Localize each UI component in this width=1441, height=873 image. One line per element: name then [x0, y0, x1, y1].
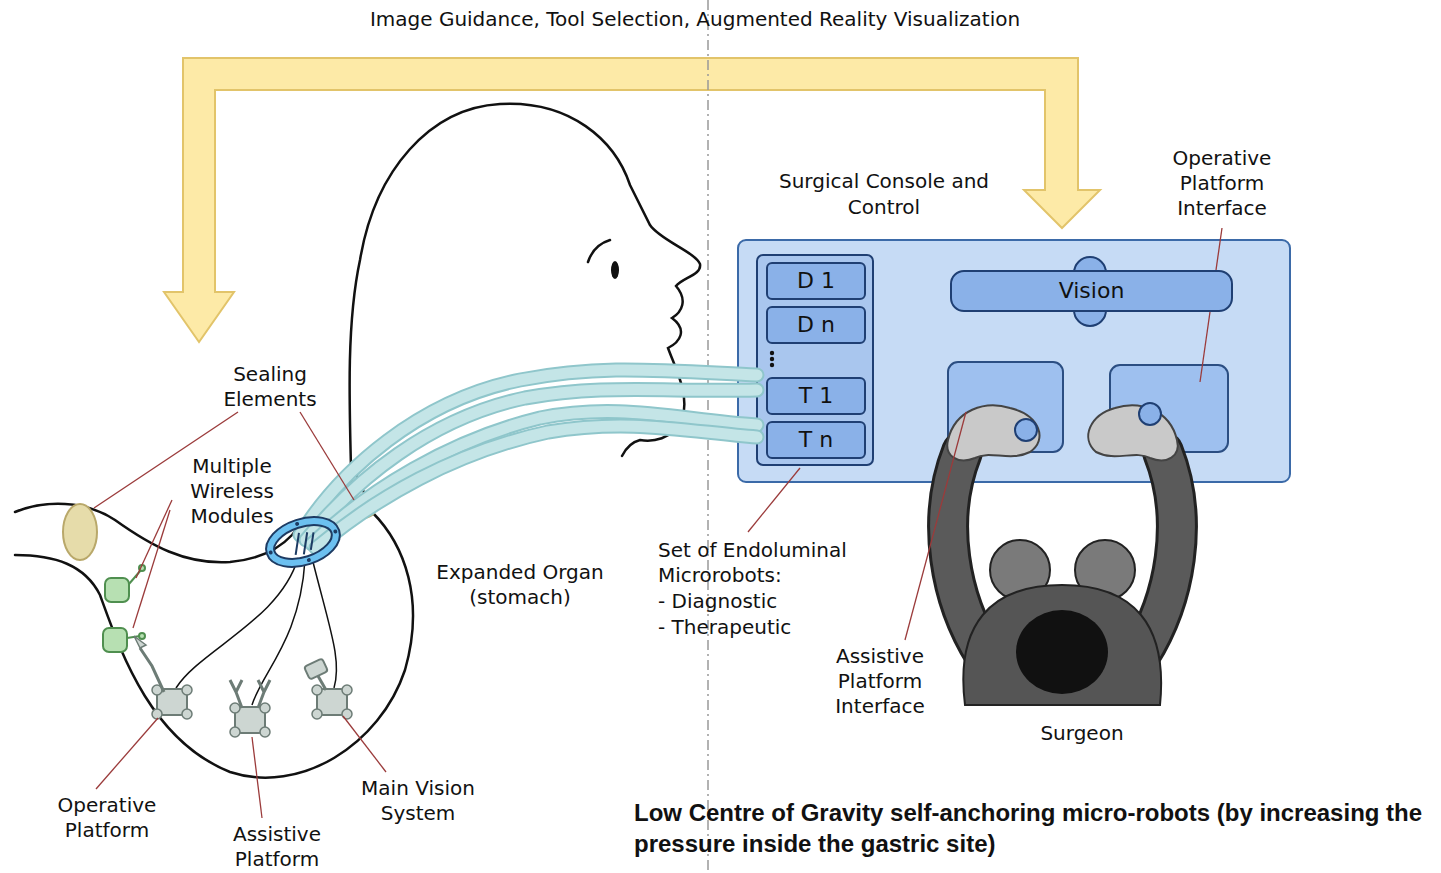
- leader-line: [136, 500, 172, 578]
- caption-holder: Low Centre of Gravity self-anchoring mic…: [634, 797, 1434, 859]
- part-label: Sealing Elements: [205, 362, 335, 412]
- part-label: Multiple Wireless Modules: [167, 454, 297, 529]
- tether-wire: [176, 558, 337, 705]
- box-label: D n: [797, 312, 835, 338]
- patient-head: [611, 261, 619, 279]
- stomach-outline: [15, 478, 338, 562]
- part-label: Assistive Platform: [207, 822, 347, 872]
- surgeon-figure: [947, 405, 1039, 460]
- console-heading: Surgical Console and Control: [774, 168, 994, 220]
- box-label: D 1: [797, 268, 835, 294]
- person-label: Surgeon: [1002, 721, 1162, 746]
- separator-dots: [770, 351, 774, 355]
- surgeon-figure: [1015, 419, 1037, 441]
- vision-robot: [304, 658, 352, 719]
- surgeon-figure: [1139, 403, 1161, 425]
- box-label: T 1: [799, 383, 833, 409]
- label-holder: Image Guidance, Tool Selection, Augmente…: [245, 7, 1145, 32]
- caption: Low Centre of Gravity self-anchoring mic…: [634, 797, 1434, 859]
- vision-robot: [312, 685, 352, 719]
- access-ring: [268, 550, 273, 555]
- box-label: Vision: [1059, 278, 1125, 304]
- part-label: Assistive Platform Interface: [805, 644, 955, 719]
- label-holder: Surgeon: [1002, 721, 1162, 746]
- access-ring: [265, 513, 341, 570]
- arrow-label: Image Guidance, Tool Selection, Augmente…: [245, 7, 1145, 32]
- box-label: T n: [799, 427, 833, 453]
- surgical-console-panel: [738, 240, 1290, 482]
- label-holder: Multiple Wireless Modules: [167, 454, 297, 529]
- leader-line: [905, 412, 966, 640]
- surgeon-figure: [947, 403, 1177, 705]
- part-label: Operative Platform Interface: [1147, 146, 1297, 221]
- wireless-module: [105, 578, 129, 602]
- surgical-console: Surgical Console and ControlD 1D nT 1T n…: [738, 240, 1290, 482]
- label-holder: Assistive Platform Interface: [805, 644, 955, 719]
- sealing-element: [63, 504, 97, 560]
- part-label: Operative Platform: [37, 793, 177, 843]
- heading-holder: Surgical Console and Control: [774, 168, 994, 220]
- vision-display: Vision: [950, 270, 1233, 312]
- wireless-module: [139, 633, 145, 639]
- separator-dots: [770, 363, 774, 367]
- operative-robot: [152, 685, 192, 719]
- endoluminal-tube: [316, 426, 757, 548]
- therapeutic-robot-slot: T 1: [766, 377, 866, 415]
- leader-line: [252, 737, 262, 818]
- diagnostic-robot-slot: D 1: [766, 262, 866, 300]
- operative-robot: [134, 636, 146, 648]
- label-holder: Operative Platform: [37, 793, 177, 843]
- patient-head: [588, 240, 610, 262]
- vision-robot: [318, 676, 326, 690]
- surgical-console-panel: [757, 255, 873, 465]
- surgeon-figure: [963, 585, 1161, 705]
- operative-robot: [134, 636, 192, 719]
- label-holder: - Diagnostic: [658, 589, 858, 614]
- vision-robot: [304, 658, 328, 679]
- diagnostic-robot-slot: D n: [766, 306, 866, 344]
- therapeutic-robot-slot: T n: [766, 421, 866, 459]
- leader-line: [748, 468, 800, 532]
- label-holder: Sealing Elements: [205, 362, 335, 412]
- leader-line: [300, 412, 354, 500]
- tether-wire: [176, 558, 298, 688]
- list-item: - Diagnostic: [658, 589, 858, 614]
- endoluminal-tube: [316, 426, 757, 548]
- separator-dots: [770, 357, 774, 361]
- access-ring: [262, 511, 343, 573]
- access-ring: [289, 528, 319, 556]
- access-ring: [295, 521, 300, 526]
- assistive-robot: [230, 680, 270, 737]
- leader-line: [94, 228, 1222, 818]
- assistive-robot: [230, 703, 270, 737]
- list-item: - Therapeutic: [658, 615, 858, 640]
- label-holder: Expanded Organ (stomach): [405, 560, 635, 610]
- surgeon-figure: [1088, 405, 1177, 460]
- access-ring: [306, 558, 311, 563]
- part-label: Set of Endoluminal Microrobots:: [658, 538, 890, 588]
- label-holder: Assistive Platform: [207, 822, 347, 872]
- leader-line: [343, 716, 386, 772]
- access-ring: [265, 513, 341, 570]
- endoluminal-tube: [300, 370, 757, 548]
- leader-line: [133, 510, 170, 628]
- part-label: Main Vision System: [343, 776, 493, 826]
- label-holder: - Therapeutic: [658, 615, 858, 640]
- label-holder: Main Vision System: [343, 776, 493, 826]
- label-holder: Set of Endoluminal Microrobots:: [658, 538, 890, 588]
- assistive-robot: [230, 680, 270, 708]
- surgeon-figure: [1016, 610, 1108, 694]
- separator-dots: [770, 351, 774, 367]
- access-ring: [333, 529, 338, 534]
- organ-label: Expanded Organ (stomach): [405, 560, 635, 610]
- operative-robot: [140, 648, 164, 692]
- wireless-module: [103, 628, 127, 652]
- leader-line: [96, 718, 158, 789]
- label-holder: Operative Platform Interface: [1147, 146, 1297, 221]
- surgical-console-panel: [738, 240, 1290, 482]
